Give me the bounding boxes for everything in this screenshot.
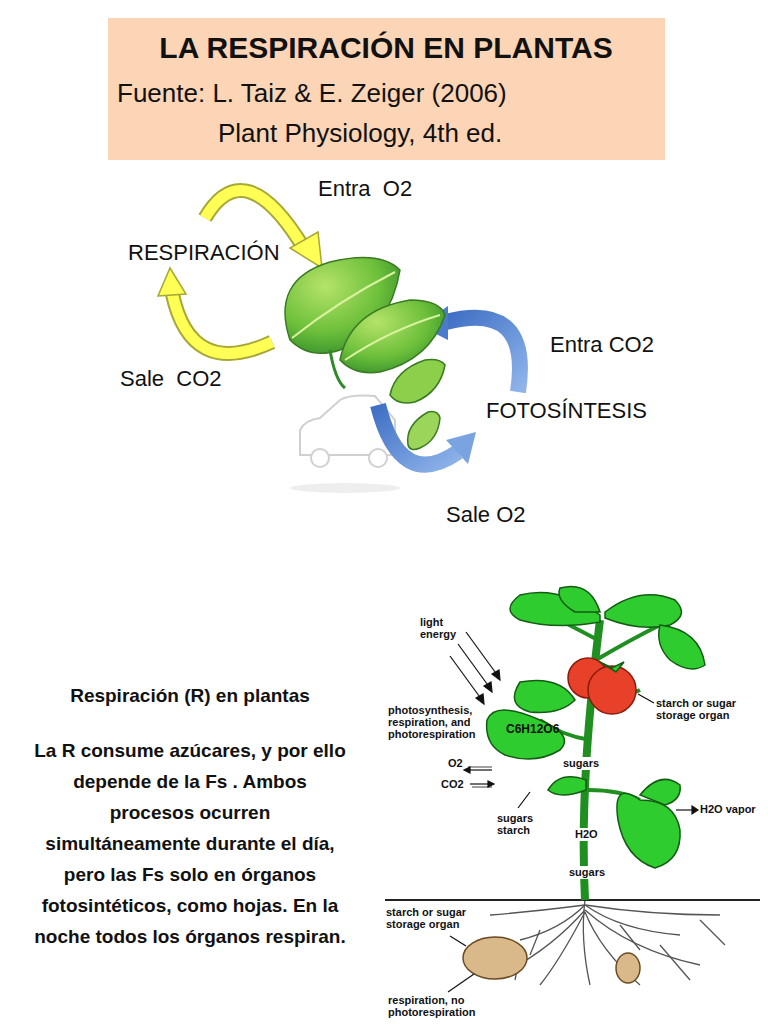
leaf-icon [285, 258, 445, 450]
part-label: starch or sugar storage organ [656, 697, 756, 721]
plant-leaf [514, 680, 575, 712]
leaf-icon [345, 315, 440, 360]
tuber [616, 953, 640, 983]
leader-line [466, 632, 498, 676]
photosynthesis-arrow [446, 318, 520, 392]
leaf-icon [390, 360, 445, 404]
leader-line [450, 656, 482, 700]
photosynthesis-arrow [378, 405, 458, 465]
formula-label: C6H12O6 [506, 722, 559, 736]
leader-line [464, 767, 470, 773]
part-label: respiration, no photorespiration [388, 994, 508, 1018]
leader-line [638, 694, 654, 703]
title: LA RESPIRACIÓN EN PLANTAS [111, 30, 661, 66]
plant-leaf [659, 625, 705, 669]
respiration-arrow [158, 268, 186, 296]
tuber [463, 937, 640, 983]
section-heading: Respiración (R) en plantas [25, 684, 355, 708]
part-label: sugars [568, 866, 606, 879]
leader-line [518, 792, 530, 808]
leader-line [468, 767, 492, 768]
part-label: H2O vapor [700, 803, 756, 816]
leader-line [448, 632, 698, 992]
roots [585, 905, 720, 915]
title-band [108, 18, 665, 160]
process-label: RESPIRACIÓN [128, 240, 280, 266]
flow-label: Entra O2 [318, 176, 412, 202]
flow-label: Sale O2 [446, 502, 526, 528]
roots [585, 905, 680, 935]
plant-leaf [487, 710, 565, 759]
leader-line [676, 809, 694, 810]
plant-leaf [617, 793, 680, 868]
leader-line [692, 806, 698, 814]
roots [520, 905, 585, 940]
part-label: starch or sugar storage organ [386, 906, 482, 930]
flow-label: Sale CO2 [120, 366, 222, 392]
leader-line [450, 936, 466, 946]
source-note: Plant Physiology, 4th ed. [218, 118, 502, 149]
source-note: Fuente: L. Taiz & E. Zeiger (2006) [117, 78, 507, 109]
roots [585, 910, 700, 965]
leaf-icon [408, 412, 440, 450]
leader-line [448, 974, 474, 992]
leader-line [484, 682, 492, 692]
leader-line [492, 670, 500, 680]
tomato [588, 666, 636, 714]
leader-line [488, 781, 494, 787]
part-label: sugars starch [497, 812, 541, 836]
photosynthesis-arrow [446, 432, 476, 464]
roots [490, 900, 725, 985]
gas-label: O2 [448, 757, 463, 770]
part-label: light energy [420, 616, 464, 640]
respiration-arrow [172, 292, 272, 353]
gas-label: CO2 [441, 778, 464, 791]
roots [490, 905, 585, 915]
car-outline [369, 449, 387, 467]
plant-leaf [559, 586, 600, 612]
tuber [463, 937, 527, 979]
process-label: FOTOSÍNTESIS [486, 398, 647, 424]
part-label: H2O [574, 828, 599, 841]
part-label: sugars [562, 757, 600, 770]
tomato [600, 662, 624, 672]
leader-line [476, 694, 484, 704]
car-outline [290, 483, 400, 493]
part-label: photosynthesis, respiration, and photore… [388, 704, 483, 740]
plant-leaf [487, 586, 705, 868]
flow-label: Entra CO2 [550, 332, 654, 358]
plant-leaf [640, 779, 680, 805]
respiration-arrow [290, 232, 322, 268]
car-outline [311, 449, 329, 467]
body-text: La R consume azúcares, y por ello depend… [30, 735, 350, 952]
plant-leaf [605, 595, 681, 628]
respiration-arrow [172, 292, 272, 353]
leaf-icon [330, 350, 345, 388]
ground-line [385, 899, 760, 901]
leader-line [472, 787, 492, 788]
roots [585, 912, 640, 985]
leader-line [458, 644, 490, 688]
plant-leaf [548, 777, 586, 795]
tomato [568, 658, 636, 714]
roots [540, 912, 585, 985]
